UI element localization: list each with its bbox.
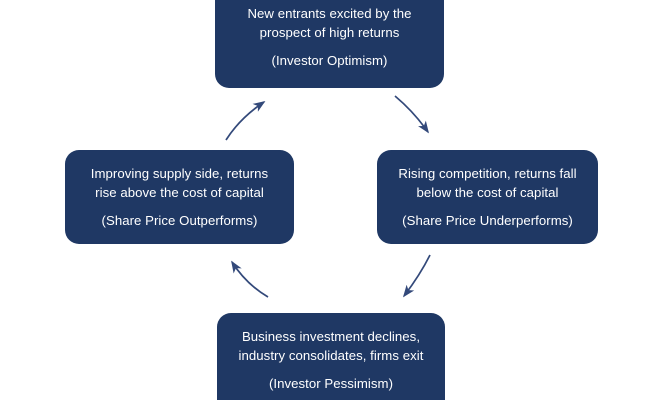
node-share-price-underperforms[interactable]: Rising competition, returns fall below t… bbox=[377, 150, 598, 244]
node-right-subtitle: (Share Price Underperforms) bbox=[402, 213, 573, 228]
node-investor-pessimism[interactable]: Business investment declines, industry c… bbox=[217, 313, 445, 400]
node-top-line1: New entrants excited by the bbox=[247, 6, 412, 21]
node-top-subtitle: (Investor Optimism) bbox=[271, 53, 388, 68]
node-right-line2: below the cost of capital bbox=[416, 185, 559, 200]
arrow-bottom-to-left bbox=[231, 260, 269, 298]
arrow-left-to-top bbox=[225, 101, 266, 141]
node-right-line1: Rising competition, returns fall bbox=[398, 166, 577, 181]
node-bottom-subtitle: (Investor Pessimism) bbox=[268, 376, 394, 391]
node-bottom-line2: industry consolidates, firms exit bbox=[238, 348, 424, 363]
node-left-line2: rise above the cost of capital bbox=[95, 185, 264, 200]
node-share-price-outperforms[interactable]: Improving supply side, returns rise abov… bbox=[65, 150, 294, 244]
node-investor-optimism[interactable]: New entrants excited by the prospect of … bbox=[215, 0, 444, 88]
arrow-right-to-bottom bbox=[402, 254, 431, 298]
node-bottom-line1: Business investment declines, bbox=[241, 329, 421, 344]
arrow-top-to-right bbox=[394, 95, 429, 134]
node-left-line1: Improving supply side, returns bbox=[90, 166, 269, 181]
node-top-line2: prospect of high returns bbox=[259, 25, 400, 40]
node-left-subtitle: (Share Price Outperforms) bbox=[101, 213, 258, 228]
